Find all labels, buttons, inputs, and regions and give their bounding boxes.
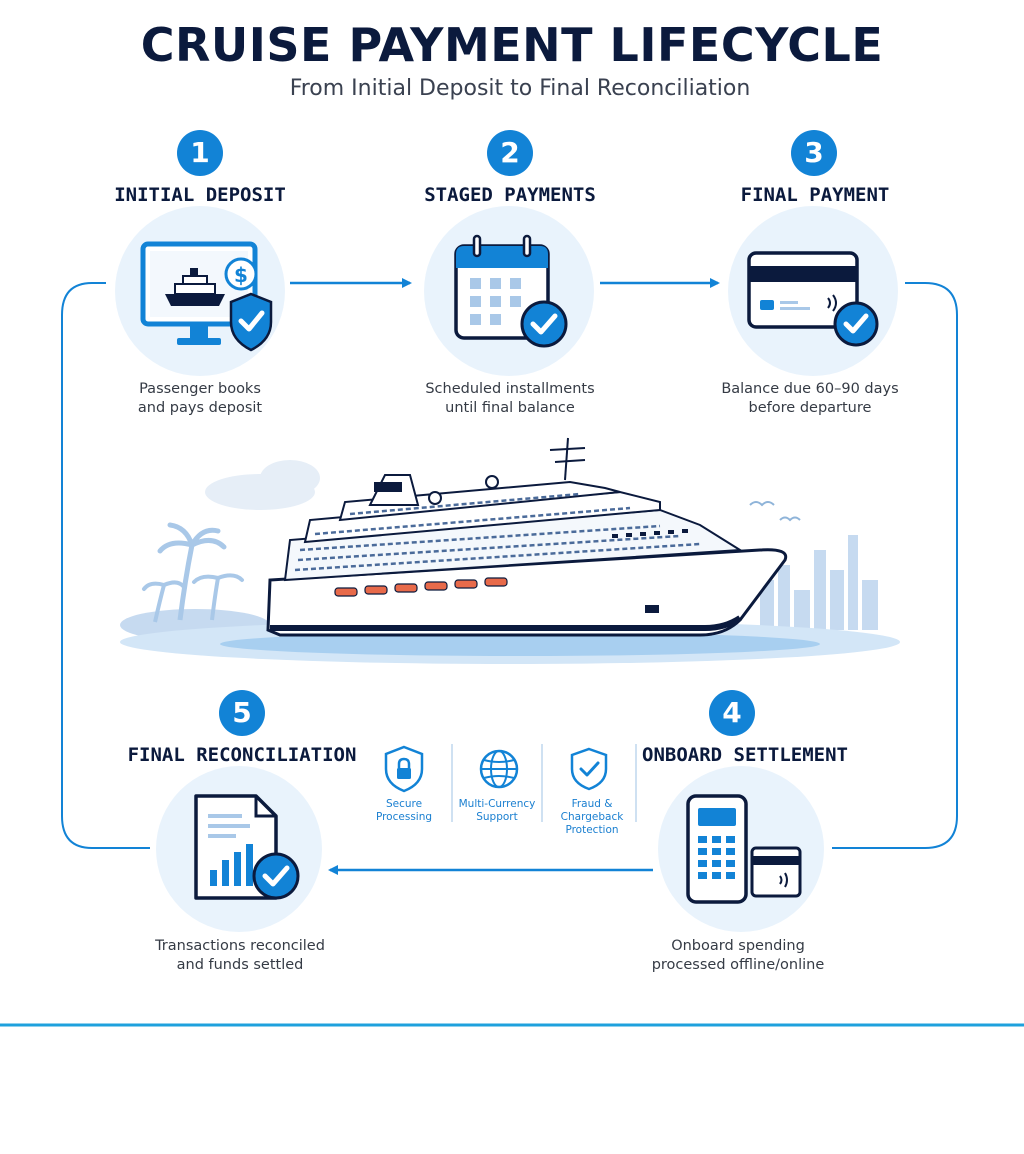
step-1-title: INITIAL DEPOSIT [114, 184, 286, 206]
feature-fraud-chargeback-protection: Fraud & Chargeback Protection [560, 798, 624, 836]
page-subtitle: From Initial Deposit to Final Reconcilia… [289, 76, 751, 101]
page-title: CRUISE PAYMENT LIFECYCLE [140, 18, 884, 72]
calendar-check-icon [454, 234, 568, 348]
step-4-badge: 4 [709, 690, 755, 736]
feature-multi-currency-support: Multi-Currency Support [458, 798, 536, 823]
loop-line-right [832, 282, 958, 849]
check-shield-icon [570, 747, 608, 791]
globe-icon [479, 749, 519, 789]
step-4-description: Onboard spending processed offline/onlin… [651, 938, 825, 973]
step-1-badge: 1 [177, 130, 223, 176]
feature-secure-processing: Secure Processing [375, 798, 433, 823]
monitor-ship-shield-icon: $ [140, 241, 273, 352]
step-3-badge: 3 [791, 130, 837, 176]
step-2-badge: 2 [487, 130, 533, 176]
credit-card-check-icon [747, 251, 879, 347]
step-3-title: FINAL PAYMENT [740, 184, 890, 206]
report-chart-check-icon [194, 794, 300, 900]
step-2-description: Scheduled installments until final balan… [425, 381, 595, 416]
step-4-title: ONBOARD SETTLEMENT [642, 744, 848, 766]
step-5-badge: 5 [219, 690, 265, 736]
step-5-title: FINAL RECONCILIATION [127, 744, 357, 766]
pos-terminal-card-icon [686, 794, 802, 904]
lock-shield-icon [384, 745, 424, 793]
cruise-ship-illustration [120, 437, 900, 664]
step-1-description: Passenger books and pays deposit [137, 381, 263, 416]
step-3-description: Balance due 60–90 days before departure [721, 381, 899, 416]
step-5-description: Transactions reconciled and funds settle… [155, 938, 325, 973]
svg-text:$: $ [234, 263, 248, 287]
loop-line-left [61, 282, 150, 849]
step-2-title: STAGED PAYMENTS [424, 184, 596, 206]
